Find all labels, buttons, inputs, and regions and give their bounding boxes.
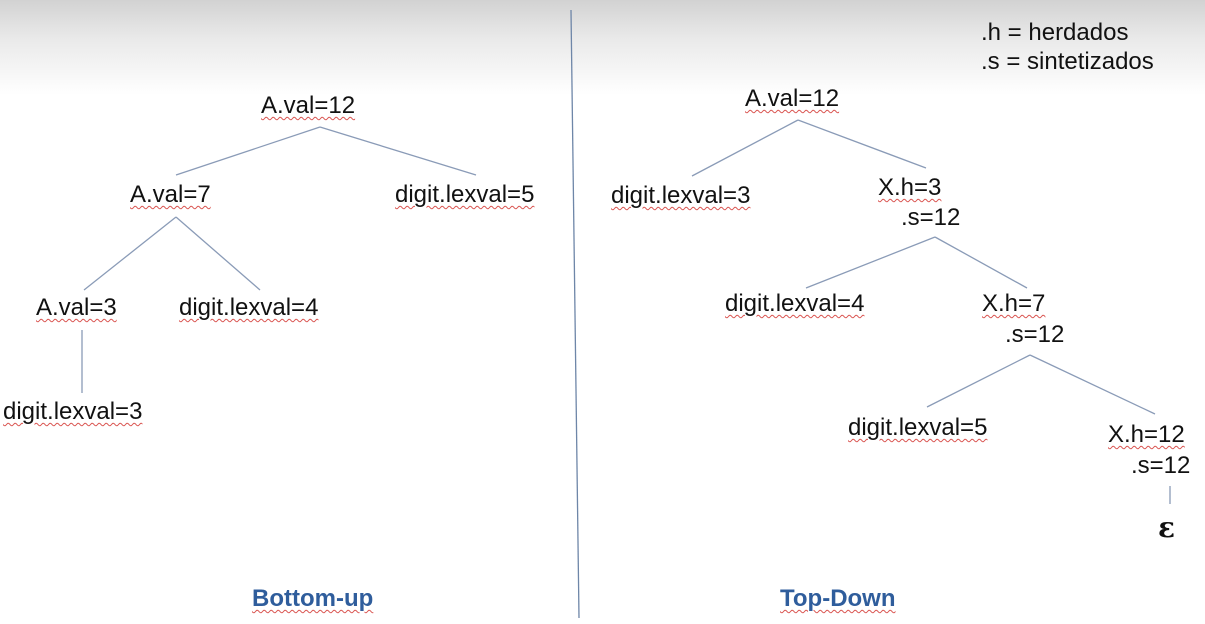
top-down-label: Top-Down: [780, 585, 896, 612]
edge-td-x3-x7: [934, 236, 1028, 289]
td-node-x7-h: X.h=7: [982, 290, 1046, 317]
td-node-x7-s: .s=12: [1005, 321, 1065, 348]
td-node-x12-s: .s=12: [1131, 452, 1191, 479]
td-node-epsilon: ε: [1158, 511, 1176, 544]
legend: .h = herdados .s = sintetizados: [981, 18, 1154, 76]
bu-node-root: A.val=12: [261, 92, 356, 119]
edge-td-x7-x12: [1029, 354, 1156, 415]
bottom-up-label: Bottom-up: [252, 585, 374, 612]
bu-node-digit4: digit.lexval=4: [179, 294, 319, 321]
td-node-x3-h: X.h=3: [878, 174, 942, 201]
td-node-x3-s: .s=12: [901, 204, 961, 231]
bu-node-a7: A.val=7: [130, 181, 211, 208]
legend-inherited: .h = herdados: [981, 19, 1129, 46]
td-node-digit5: digit.lexval=5: [848, 414, 988, 441]
td-node-digit4: digit.lexval=4: [725, 290, 865, 317]
td-node-root: A.val=12: [745, 85, 840, 112]
bu-node-a3: A.val=3: [36, 294, 117, 321]
edge-td-root-x3: [797, 119, 927, 169]
edge-td-root-d3: [691, 119, 799, 177]
td-node-digit3: digit.lexval=3: [611, 182, 751, 209]
bu-node-digit3: digit.lexval=3: [3, 398, 143, 425]
top-shade: [0, 0, 1205, 95]
edge-bu-a7-d4: [175, 216, 261, 291]
td-node-x12-h: X.h=12: [1108, 421, 1185, 448]
edge-bu-a7-a3: [83, 216, 177, 291]
edge-bu-root-a7: [175, 126, 321, 176]
edge-td-x7-d5: [926, 354, 1031, 408]
legend-synthesized: .s = sintetizados: [981, 48, 1154, 75]
edge-td-x3-d4: [805, 236, 936, 289]
divider-line: [570, 9, 580, 619]
edge-bu-root-d5: [319, 126, 477, 176]
bu-node-digit5: digit.lexval=5: [395, 181, 535, 208]
